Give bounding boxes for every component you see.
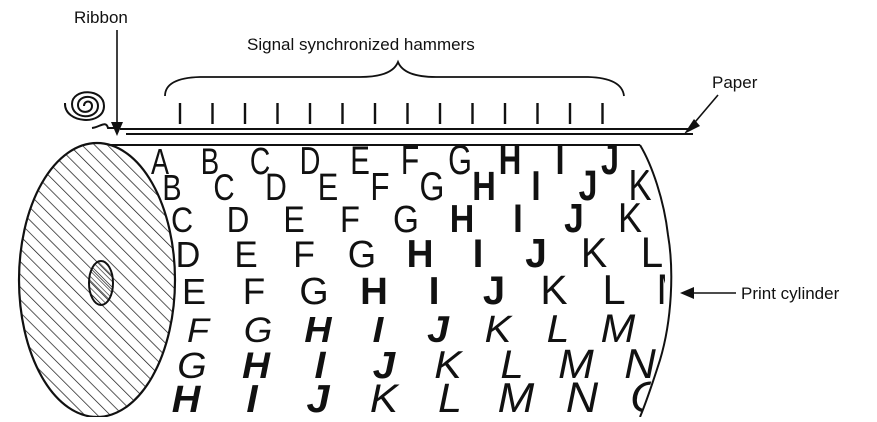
cylinder-letter: J — [373, 344, 397, 387]
cylinder-letter: E — [318, 167, 338, 209]
cylinder-letter: Q — [762, 371, 799, 417]
cylinder-letter: K — [434, 343, 464, 387]
ribbon-arrow — [111, 30, 123, 136]
cylinder-letter: E — [182, 271, 206, 312]
cylinder-letter: K — [628, 162, 651, 209]
cylinder-letter: G — [177, 346, 206, 386]
cylinder-letter: H — [242, 345, 271, 386]
print-cylinder-body — [95, 144, 673, 418]
cylinder-letter: G — [348, 232, 376, 275]
cylinder-letter: O — [721, 305, 755, 351]
cylinder-letter: J — [579, 162, 598, 209]
cylinder-letter: K — [370, 376, 400, 417]
cylinder-letter: J — [427, 309, 450, 351]
cylinder-letter: H — [304, 310, 333, 350]
cylinder-letter: I — [429, 270, 440, 313]
cylinder-letter: J — [601, 135, 619, 184]
cylinder-letter: H — [499, 135, 522, 183]
cylinder-letter: H — [472, 164, 496, 209]
cylinder-letter: H — [172, 379, 202, 417]
cylinder-letter: C — [250, 141, 270, 183]
cylinder-letter: A — [151, 141, 170, 182]
hammers-label: Signal synchronized hammers — [247, 35, 475, 54]
ribbon-spool — [63, 91, 118, 129]
cylinder-letter: C — [171, 200, 193, 239]
cylinder-letter: F — [187, 312, 212, 350]
cylinder-letter: M — [498, 375, 535, 417]
cylinder-letter: J — [564, 196, 584, 242]
cylinder-letter: G — [420, 164, 445, 209]
cylinder-letter: F — [370, 165, 389, 209]
cylinder-letter: F — [401, 138, 419, 183]
cylinder-letter: F — [243, 271, 265, 312]
cylinder-letter: N — [624, 341, 656, 388]
print-cylinder-label: Print cylinder — [741, 284, 840, 303]
cylinder-letter: G — [244, 311, 273, 350]
cylinder-letter: I — [513, 196, 523, 241]
cylinder-letter: G — [299, 270, 328, 312]
cylinder-letter: F — [293, 233, 315, 275]
cylinder-letter: E — [283, 200, 304, 241]
cylinder-letter: F — [340, 199, 360, 241]
cylinder-letter: I — [556, 136, 565, 184]
cylinder-letter: O — [687, 341, 722, 388]
cylinder-letter: I — [473, 232, 484, 276]
cylinder-letter: M — [558, 341, 594, 387]
cylinder-letter: D — [265, 167, 287, 209]
hammer-row — [178, 103, 604, 124]
cylinder-letter: C — [213, 168, 234, 209]
cylinder-letter: H — [360, 270, 388, 313]
cylinder-axle — [88, 260, 114, 306]
cylinder-letter: L — [602, 266, 625, 313]
cylinder-letter: I — [315, 345, 327, 387]
cylinder-letter: B — [201, 140, 219, 182]
cylinder-letter: K — [618, 196, 642, 242]
cylinder-letter: I — [531, 162, 540, 208]
cylinder-letter: I — [373, 309, 385, 350]
cylinder-letter: M — [601, 306, 636, 351]
cylinder-letter: J — [525, 231, 547, 276]
cylinder-letter: D — [227, 200, 250, 241]
cylinder-letter: K — [485, 309, 514, 351]
cylinder-letter: N — [566, 374, 599, 417]
cylinder-letter: B — [162, 167, 181, 208]
cylinder-letter: K — [581, 229, 607, 276]
cylinder-letter: L — [547, 308, 570, 351]
cylinder-letter: J — [483, 269, 505, 313]
cylinder-letter: M — [693, 228, 727, 276]
ribbon-label: Ribbon — [74, 8, 128, 27]
hammer-brace — [164, 59, 625, 97]
cylinder-letter: H — [450, 197, 475, 241]
cylinder-letter: D — [300, 140, 321, 183]
cylinder-letter: L — [676, 195, 696, 242]
cylinder-letter: L — [500, 342, 523, 387]
cylinder-letter: D — [176, 235, 201, 275]
paper-arrow — [684, 94, 719, 134]
cylinder-letter: H — [407, 232, 434, 276]
cylinder-letter: L — [641, 229, 663, 276]
print-cylinder-arrow — [680, 287, 736, 299]
cylinder-letter: M — [656, 266, 691, 313]
cylinder-letter: G — [448, 136, 472, 183]
cylinder-letter: G — [393, 198, 419, 241]
cylinder-letter: P — [698, 372, 730, 417]
cylinder-letter: P — [753, 340, 784, 388]
cylinder-letter: L — [438, 375, 462, 417]
cylinder-letter: I — [246, 378, 258, 417]
cylinder-letter: K — [540, 267, 567, 313]
paper-label: Paper — [712, 73, 758, 92]
cylinder-letter: E — [350, 139, 370, 183]
cylinder-letter: J — [306, 376, 331, 417]
cylinder-letter: E — [234, 234, 257, 275]
